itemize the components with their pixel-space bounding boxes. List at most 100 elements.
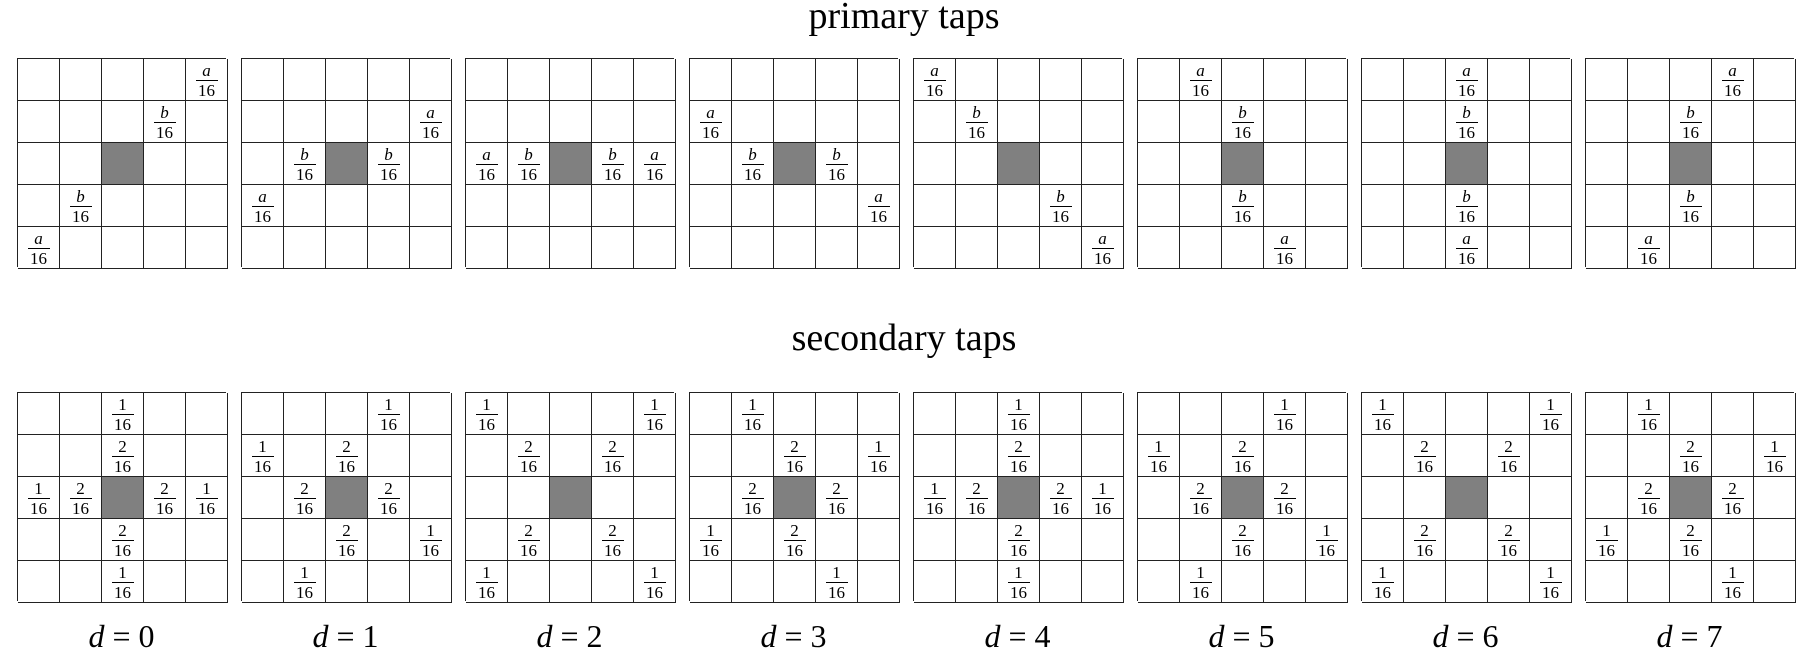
grid-cell <box>1530 477 1572 519</box>
grid-cell <box>690 143 732 185</box>
grid-cell <box>914 435 956 477</box>
grid-cell <box>732 227 774 269</box>
fraction-bar <box>517 456 540 457</box>
grid-cell <box>1306 393 1348 435</box>
grid-cell <box>592 101 634 143</box>
grid-cell <box>326 185 368 227</box>
grid-cell <box>186 143 228 185</box>
grid-cell <box>550 561 592 603</box>
tap-numerator: 2 <box>300 479 309 498</box>
direction-value: 5 <box>1258 618 1275 654</box>
grid-cell <box>1712 143 1754 185</box>
grid-cell <box>816 227 858 269</box>
equals-sign: = <box>1672 618 1707 654</box>
grid-cell <box>1362 519 1404 561</box>
grid-cell <box>1180 393 1222 435</box>
fraction-bar <box>27 248 50 249</box>
fraction-bar <box>923 80 946 81</box>
grid-cell <box>368 435 410 477</box>
tap-denominator: 16 <box>1598 541 1615 560</box>
tap-numerator: b <box>76 187 85 206</box>
tap-denominator: 16 <box>114 457 131 476</box>
fraction-bar <box>1455 80 1478 81</box>
grid-cell <box>466 59 508 101</box>
tap-denominator: 16 <box>1682 123 1699 142</box>
grid-cell <box>690 393 732 435</box>
grid-cell <box>1586 393 1628 435</box>
fraction-bar <box>1413 540 1436 541</box>
tap-numerator: b <box>1686 187 1695 206</box>
grid-cell <box>732 435 774 477</box>
grid-cell <box>410 59 452 101</box>
tap-denominator: 16 <box>1682 457 1699 476</box>
fraction-bar <box>1007 582 1030 583</box>
grid-cell <box>508 393 550 435</box>
grid-cell <box>1404 227 1446 269</box>
direction-label-d6: d = 6 <box>1361 618 1570 654</box>
grid-cell <box>1446 393 1488 435</box>
grid-cell <box>732 561 774 603</box>
grid-cell <box>592 561 634 603</box>
grid-cell <box>550 185 592 227</box>
grid-cell <box>466 435 508 477</box>
grid-cell <box>1586 101 1628 143</box>
tap-numerator: 1 <box>1728 563 1737 582</box>
grid-cell <box>242 519 284 561</box>
tap-numerator: 2 <box>1686 437 1695 456</box>
tap-numerator: a <box>1728 61 1737 80</box>
grid-cell <box>466 519 508 561</box>
tap-denominator: 16 <box>380 415 397 434</box>
tap-numerator: 1 <box>1602 521 1611 540</box>
grid-cell <box>186 519 228 561</box>
grid-cell <box>1040 101 1082 143</box>
grid-cell <box>1530 227 1572 269</box>
fraction-bar <box>1231 206 1254 207</box>
grid-cell <box>1222 561 1264 603</box>
tap-denominator: 16 <box>1192 499 1209 518</box>
grid-cell <box>186 227 228 269</box>
fraction-bar <box>601 164 624 165</box>
tap-denominator: 16 <box>380 499 397 518</box>
direction-label-d7: d = 7 <box>1585 618 1794 654</box>
fraction-bar <box>1007 540 1030 541</box>
grid-cell <box>410 227 452 269</box>
grid-cell <box>732 59 774 101</box>
grid-cell <box>60 143 102 185</box>
grid-cell <box>284 393 326 435</box>
fraction-bar <box>1455 248 1478 249</box>
grid-cell <box>1754 561 1796 603</box>
tap-numerator: a <box>1196 61 1205 80</box>
tap-denominator: 16 <box>1458 207 1475 226</box>
fraction-bar <box>1189 80 1212 81</box>
fraction-bar <box>1273 414 1296 415</box>
direction-variable: d <box>88 618 105 654</box>
grid-cell <box>1040 435 1082 477</box>
tap-numerator: 1 <box>1378 395 1387 414</box>
